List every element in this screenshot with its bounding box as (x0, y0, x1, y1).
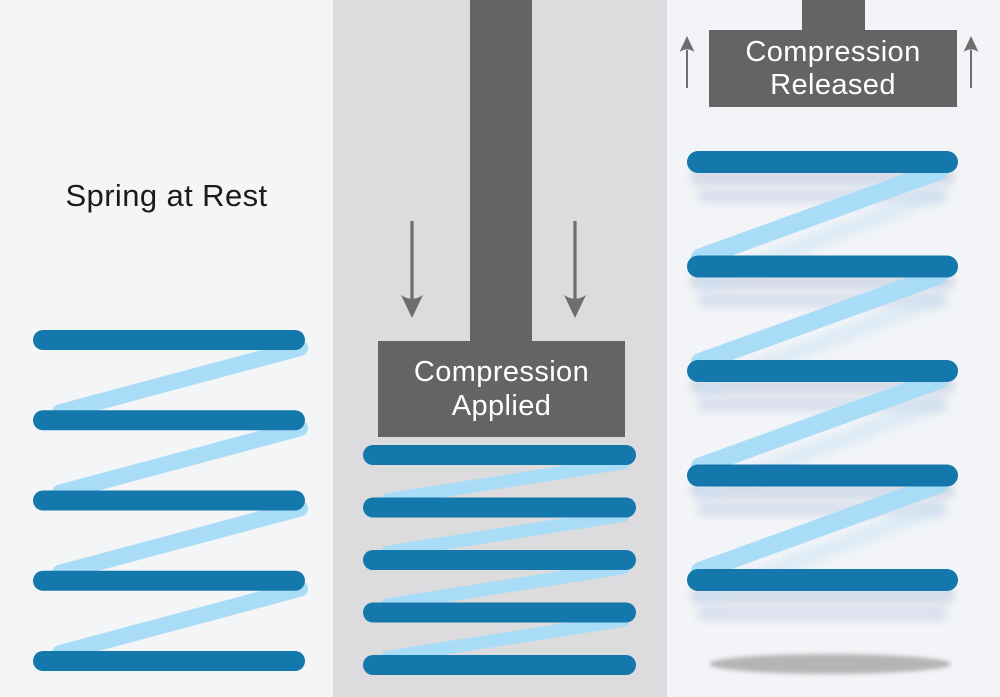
press-label-released-line2: Released (770, 68, 896, 101)
press-block-applied: Compression Applied (378, 341, 625, 437)
panel-title-spring-at-rest: Spring at Rest (65, 178, 268, 213)
panel-spring-at-rest: Spring at Rest (0, 0, 333, 697)
press-block-released: Compression Released (709, 30, 957, 107)
spring-at-rest-graphic (33, 330, 308, 671)
panel-compression-applied: Compression Applied (333, 0, 667, 697)
press-label-applied-line1: Compression (413, 356, 590, 388)
compressed-spring-graphic (363, 221, 636, 675)
panel-compression-released: Compression Released (667, 0, 1000, 697)
press-label-applied-line2: Applied (451, 390, 552, 422)
press-shaft-released (802, 0, 865, 31)
released-spring-graphic (679, 36, 979, 674)
press-label-released-line1: Compression (745, 35, 921, 68)
press-shaft-applied (470, 0, 532, 342)
